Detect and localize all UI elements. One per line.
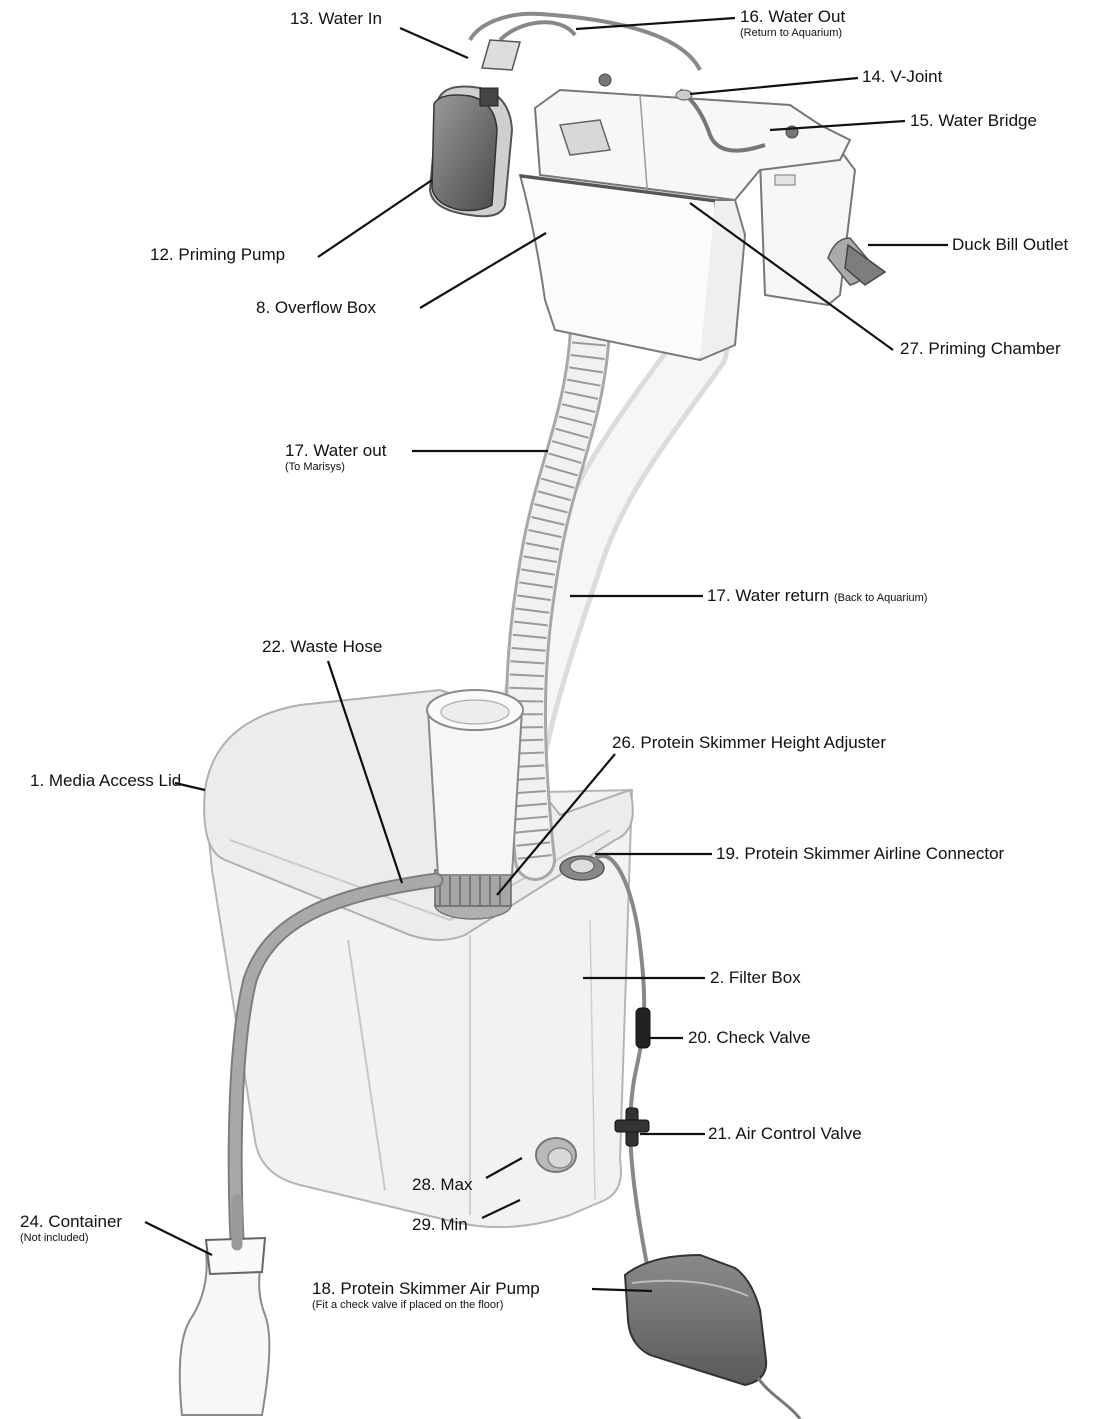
label-air-pump-text: 18. Protein Skimmer Air Pump (312, 1279, 540, 1298)
drain-knob (536, 1138, 576, 1172)
label-height-adjuster: 26. Protein Skimmer Height Adjuster (612, 734, 886, 752)
label-priming-chamber: 27. Priming Chamber (900, 340, 1061, 358)
label-water-return-text: 17. Water return (707, 586, 829, 605)
label-water-out-16-text: 16. Water Out (740, 7, 845, 26)
label-water-out-16-sub: (Return to Aquarium) (740, 27, 845, 40)
label-water-bridge: 15. Water Bridge (910, 112, 1037, 130)
label-container: 24. Container (Not included) (20, 1213, 122, 1245)
label-air-control-valve: 21. Air Control Valve (708, 1125, 862, 1143)
check-valve-part (636, 1008, 650, 1048)
label-water-out-17-text: 17. Water out (285, 441, 386, 460)
label-max: 28. Max (412, 1176, 472, 1194)
label-check-valve: 20. Check Valve (688, 1029, 811, 1047)
label-waste-hose: 22. Waste Hose (262, 638, 382, 656)
label-filter-box: 2. Filter Box (710, 969, 801, 987)
label-airline-connector: 19. Protein Skimmer Airline Connector (716, 845, 1004, 863)
label-water-return: 17. Water return (Back to Aquarium) (707, 587, 927, 607)
label-v-joint: 14. V-Joint (862, 68, 942, 86)
label-overflow-box: 8. Overflow Box (256, 299, 376, 317)
label-container-sub: (Not included) (20, 1232, 122, 1245)
airline-connector (560, 856, 604, 880)
label-container-text: 24. Container (20, 1212, 122, 1231)
label-media-access-lid: 1. Media Access Lid (30, 772, 181, 790)
waste-container (180, 1238, 270, 1415)
label-duck-bill-outlet: Duck Bill Outlet (952, 236, 1068, 254)
label-water-in: 13. Water In (290, 10, 382, 28)
label-water-return-sub: (Back to Aquarium) (834, 592, 928, 604)
label-water-out-16: 16. Water Out (Return to Aquarium) (740, 8, 845, 40)
label-water-out-17-sub: (To Marisys) (285, 461, 386, 474)
overflow-box-assembly (520, 74, 855, 360)
label-priming-pump: 12. Priming Pump (150, 246, 285, 264)
label-air-pump: 18. Protein Skimmer Air Pump (Fit a chec… (312, 1280, 540, 1312)
label-air-pump-sub: (Fit a check valve if placed on the floo… (312, 1299, 540, 1312)
label-water-out-17: 17. Water out (To Marisys) (285, 442, 386, 474)
protein-skimmer-air-pump (625, 1255, 800, 1419)
label-min: 29. Min (412, 1216, 468, 1234)
